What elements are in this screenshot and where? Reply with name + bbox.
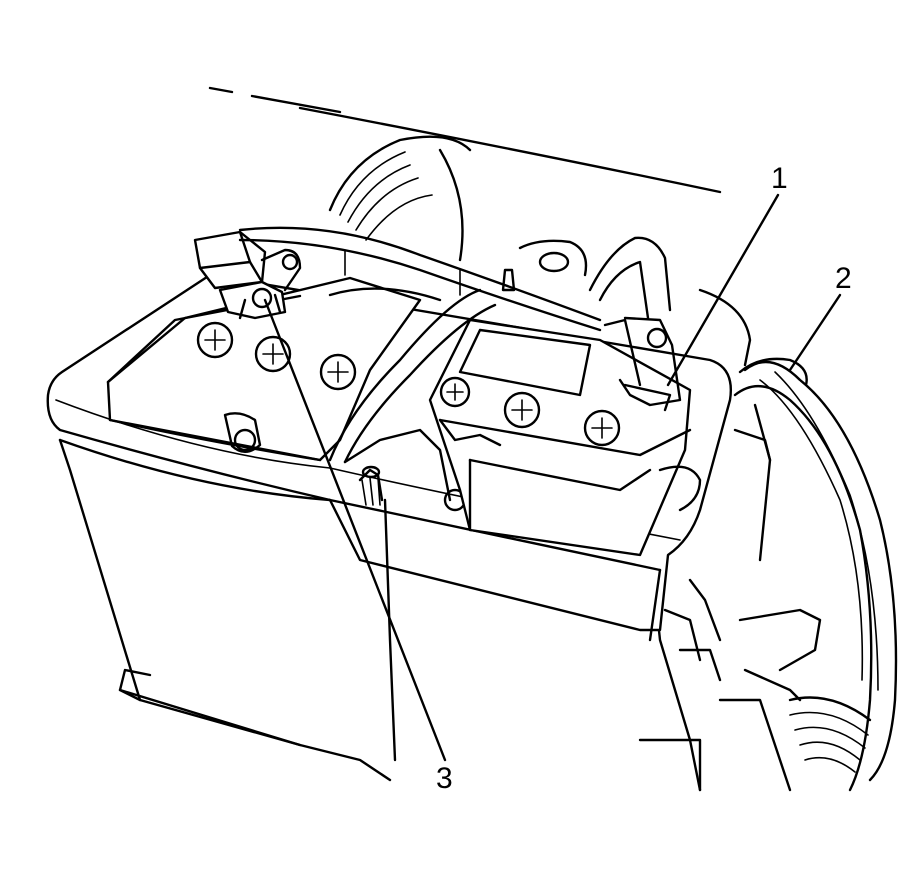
wire-loom — [733, 357, 898, 792]
hood-reference-line — [208, 86, 722, 194]
callout-label-2: 2 — [835, 262, 852, 295]
center-divider — [328, 288, 497, 512]
body-structure — [518, 239, 822, 792]
battery-top-right — [428, 318, 702, 557]
leader-line-2 — [788, 293, 842, 372]
callout-label-1: 1 — [771, 162, 788, 195]
callout-label-3: 3 — [436, 762, 453, 795]
leader-line-1 — [666, 193, 780, 387]
callout-leaders — [263, 193, 842, 762]
rear-wiring-harness — [328, 135, 472, 262]
positive-cable — [588, 236, 682, 412]
leader-line-3 — [263, 298, 447, 762]
